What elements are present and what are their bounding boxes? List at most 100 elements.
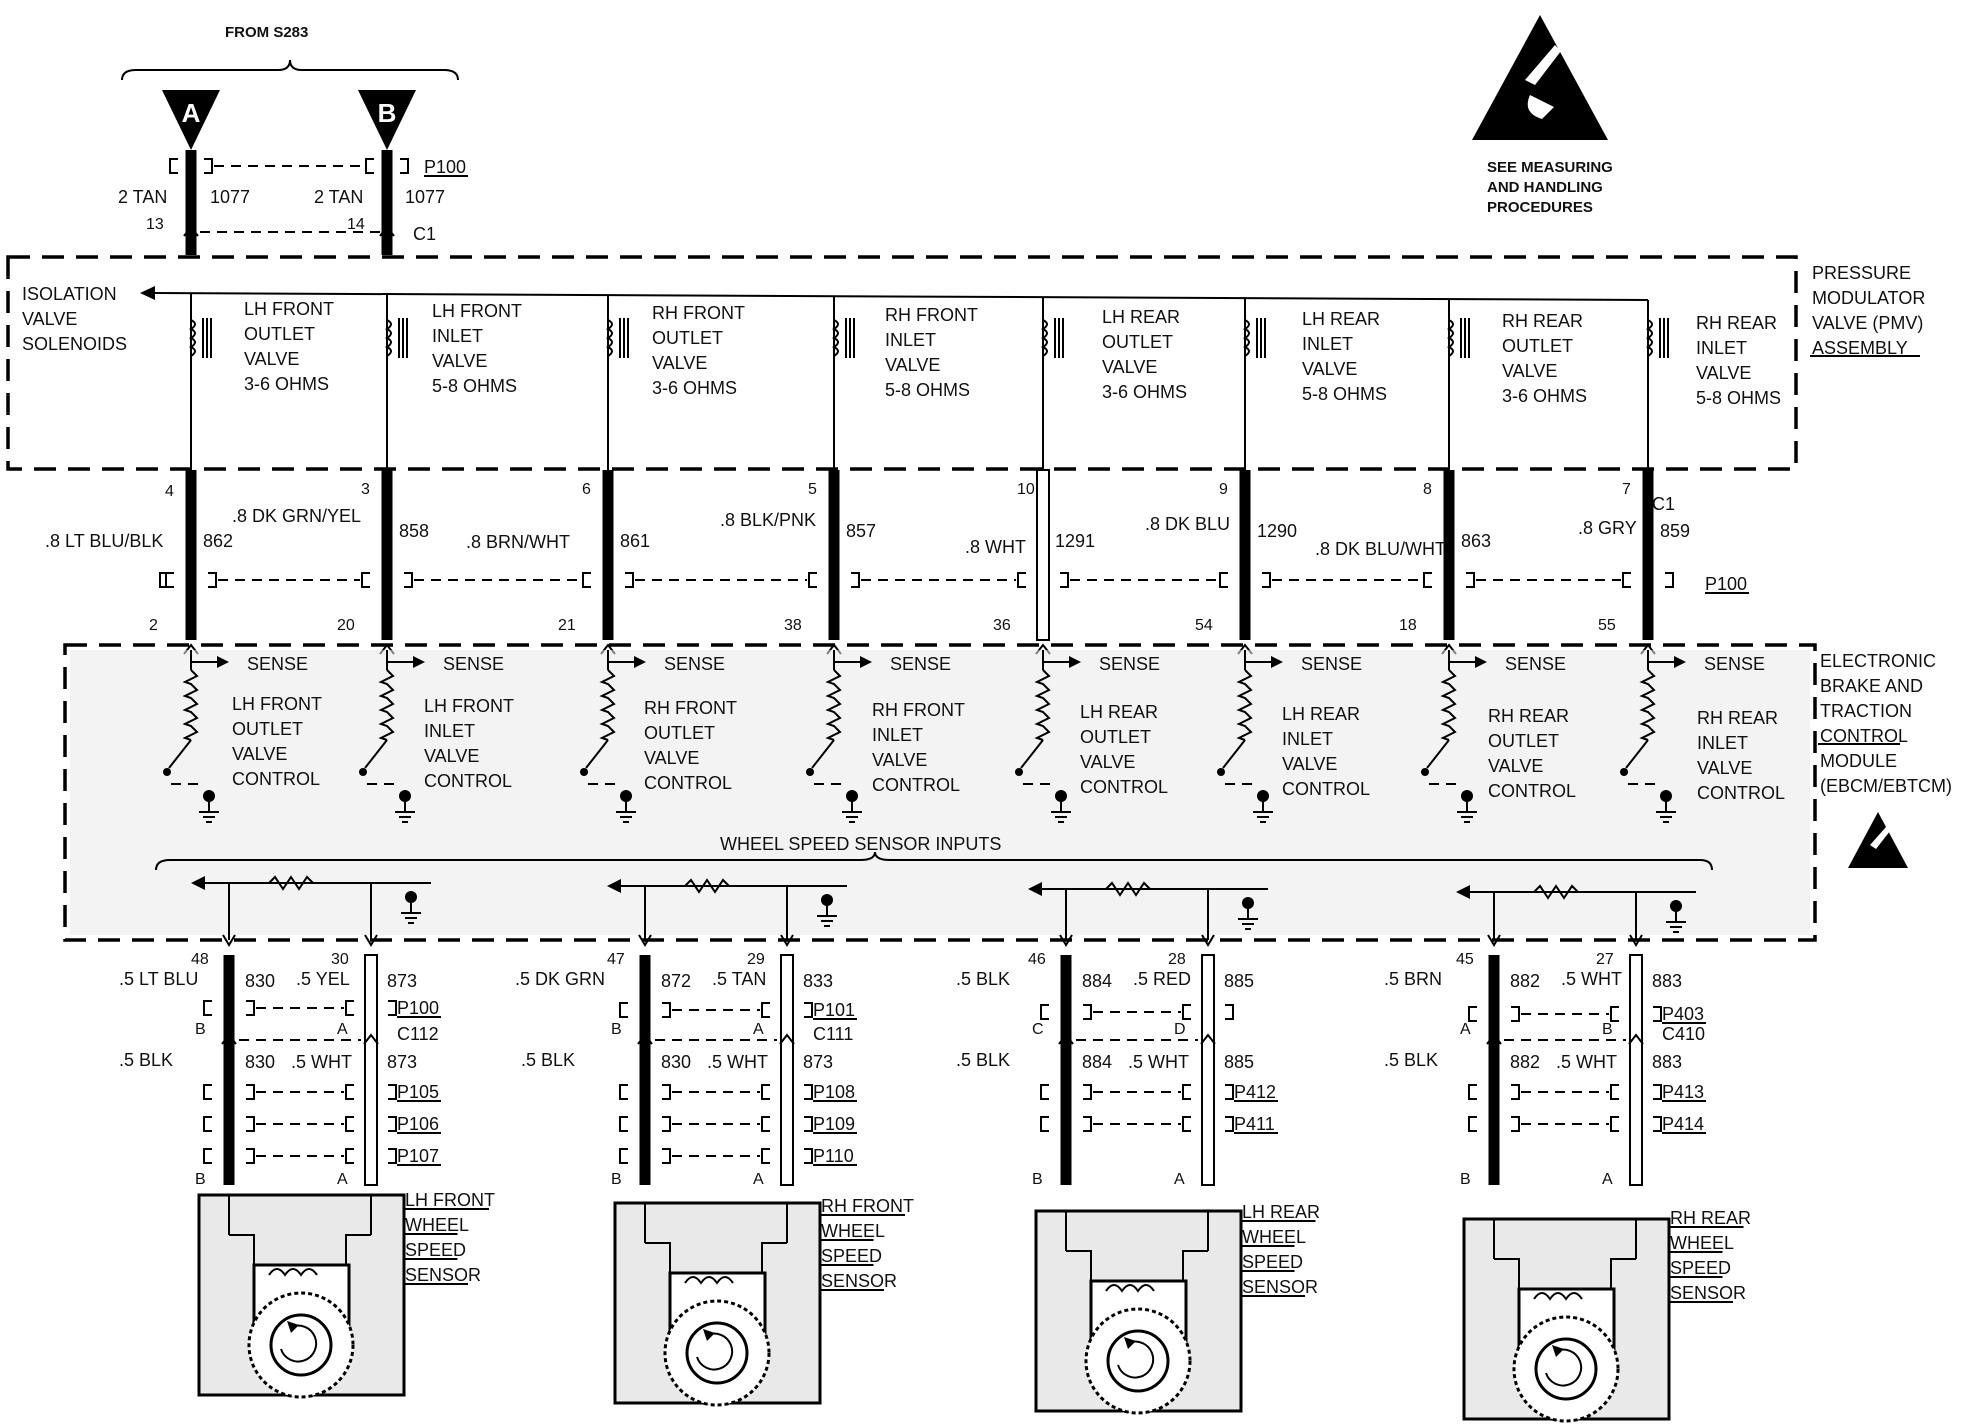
control-label: CONTROL	[1282, 779, 1370, 799]
connector-bracket	[1182, 1084, 1191, 1100]
sensor-wire-color: .5 BLK	[956, 969, 1010, 989]
switch-node	[1620, 768, 1628, 776]
sensor-name: SENSOR	[821, 1271, 897, 1291]
control-label: VALVE	[1697, 758, 1752, 778]
sensor-wire-color: .5 BRN	[1384, 969, 1442, 989]
control-label: CONTROL	[1697, 783, 1785, 803]
connector-bracket	[159, 572, 168, 588]
connector-bracket	[246, 1148, 255, 1164]
connector-bracket	[619, 1148, 628, 1164]
valve-label: 5-8 OHMS	[432, 376, 517, 396]
terminal-label: D	[1174, 1021, 1186, 1038]
wire-color: .8 BRN/WHT	[466, 532, 570, 552]
circuit-number: 861	[620, 531, 650, 551]
wire-size-a: 2 TAN	[118, 187, 167, 207]
circuit-number: 1291	[1055, 531, 1095, 551]
ebcm-shading	[70, 650, 1810, 935]
sensor-coil-icon	[684, 1276, 734, 1285]
connector-bracket	[1262, 572, 1271, 588]
ebcm-title: (EBCM/EBTCM)	[1820, 776, 1952, 796]
valve-label: 5-8 OHMS	[1302, 384, 1387, 404]
sensor-connector: P106	[397, 1114, 439, 1134]
connector-bracket	[619, 1084, 628, 1100]
sensor-connector: C112	[397, 1024, 439, 1044]
ebcm-title: BRAKE AND	[1820, 676, 1923, 696]
tone-wheel-icon	[663, 1299, 771, 1407]
connector-bracket	[761, 1084, 770, 1100]
sensor-circuit: 873	[387, 971, 417, 991]
rotation-arrowhead	[1124, 1337, 1136, 1349]
sensor-wire-color: .5 WHT	[707, 1052, 768, 1072]
pin-top: 6	[582, 481, 591, 498]
wire-color: .8 DK BLU	[1145, 514, 1230, 534]
connector-bracket	[1610, 1116, 1619, 1132]
valve-label: VALVE	[1302, 359, 1357, 379]
terminal-label: B	[195, 1171, 206, 1188]
input-resistor	[1533, 884, 1579, 900]
sensor-circuit: 883	[1652, 1052, 1682, 1072]
valve-label: RH FRONT	[885, 305, 978, 325]
sense-label: SENSE	[1301, 654, 1362, 674]
switch-contact	[1222, 739, 1246, 769]
wire-color: .8 GRY	[1578, 518, 1637, 538]
arrow-right-icon	[1475, 656, 1487, 668]
sensor-connector: P414	[1662, 1114, 1704, 1134]
ground-node	[203, 790, 215, 802]
sensor-pin-right: 28	[1168, 951, 1186, 968]
valve-label: INLET	[885, 330, 936, 350]
sensor-name: RH FRONT	[821, 1196, 914, 1216]
sensor-circuit: 882	[1510, 971, 1540, 991]
connector-bracket	[1017, 572, 1026, 588]
tone-wheel-hub	[1534, 1337, 1598, 1401]
terminal-label: B	[1460, 1171, 1471, 1188]
connector-bracket	[388, 1084, 397, 1100]
connector-bracket	[761, 1002, 770, 1018]
ground-node	[821, 894, 833, 906]
valve-label: VALVE	[885, 355, 940, 375]
connector-bracket	[1466, 572, 1475, 588]
ebcm-title: ELECTRONIC	[1820, 651, 1936, 671]
sensor-connector: P105	[397, 1082, 439, 1102]
valve-label: VALVE	[244, 349, 299, 369]
sensor-pin-left: 47	[607, 951, 625, 968]
connector-bracket	[1225, 1084, 1234, 1100]
connector-bracket	[804, 1148, 813, 1164]
connector-bracket	[345, 1000, 354, 1016]
sensor-connector: P413	[1662, 1082, 1704, 1102]
connector-bracket	[203, 1084, 212, 1100]
pmv-title: ASSEMBLY	[1812, 338, 1908, 358]
connector-bracket	[1610, 1084, 1619, 1100]
sensor-connector: P412	[1234, 1082, 1276, 1102]
sensor-circuit: 884	[1082, 1052, 1112, 1072]
pin-bottom: 18	[1399, 617, 1417, 634]
control-label: INLET	[1697, 733, 1748, 753]
circuit-number: 863	[1461, 531, 1491, 551]
valve-label: VALVE	[1102, 357, 1157, 377]
sensor-name: SPEED	[1242, 1252, 1303, 1272]
sensor-name: WHEEL	[405, 1215, 469, 1235]
ground-node	[1055, 790, 1067, 802]
pmv-title: VALVE (PMV)	[1812, 313, 1923, 333]
connector-p100-mid: P100	[1705, 574, 1747, 594]
control-label: VALVE	[872, 750, 927, 770]
sensor-circuit: 884	[1082, 971, 1112, 991]
sensor-wire-color: .5 WHT	[291, 1052, 352, 1072]
control-label: OUTLET	[644, 723, 715, 743]
switch-contact	[364, 739, 388, 769]
valve-label: INLET	[432, 326, 483, 346]
valve-label: 5-8 OHMS	[1696, 388, 1781, 408]
splice-mark	[779, 1033, 795, 1045]
sensor-name: WHEEL	[821, 1221, 885, 1241]
connector-bracket	[1219, 572, 1228, 588]
connector-bracket	[804, 1084, 813, 1100]
rotation-arrow-icon	[1117, 1340, 1155, 1379]
ebcm-title: TRACTION	[1820, 701, 1912, 721]
ground-node	[620, 790, 632, 802]
switch-node	[1217, 768, 1225, 776]
control-label: OUTLET	[1488, 731, 1559, 751]
rotation-arrowhead	[287, 1321, 299, 1333]
sensor-wire-color: .5 BLK	[1384, 1050, 1438, 1070]
tone-wheel-hub	[269, 1313, 333, 1377]
sensor-connector: P109	[813, 1114, 855, 1134]
sensor-circuit: 882	[1510, 1052, 1540, 1072]
